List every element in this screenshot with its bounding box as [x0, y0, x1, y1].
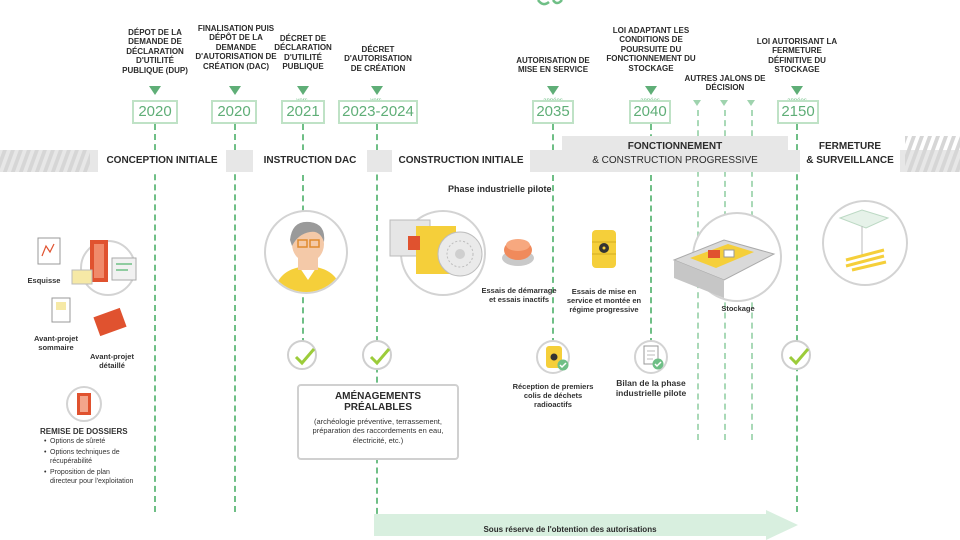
authorization-arrow: [374, 510, 798, 540]
amenagements-box: AMÉNAGEMENTS PRÉALABLES (archéologie pré…: [297, 384, 459, 460]
timeline-line: [234, 124, 236, 512]
remise-bullet: Proposition de plan directeur pour l'exp…: [44, 469, 134, 486]
milestone-label-fermeture: Loi autorisant la fermeture définitive d…: [756, 37, 838, 75]
timeline-line: [154, 124, 156, 512]
timeline-line: [376, 124, 378, 524]
milestone-marker-small: [720, 100, 728, 106]
storage-cell-icon: [672, 239, 776, 298]
timeline-line: [552, 124, 554, 344]
year-box: 2020: [211, 100, 257, 124]
instruction-person-circle: [264, 210, 348, 294]
milestone-label-dup: Dépot de la demande de déclaration d'uti…: [122, 28, 188, 75]
check-icon: [287, 340, 317, 370]
check-icon: [362, 340, 392, 370]
button-icon: [502, 239, 534, 266]
phase-fermeture-sub: & SURVEILLANCE: [806, 155, 894, 166]
year-box: 2035: [532, 100, 574, 124]
phase-construction: CONSTRUCTION INITIALE: [392, 150, 530, 172]
milestone-label-loi-poursuite: Loi adaptant les conditions de poursuite…: [606, 26, 696, 73]
avant-projet-icon: [51, 297, 127, 337]
milestone-marker: [297, 86, 309, 95]
barrel-check-icon: [546, 346, 569, 371]
tunneling-machine-icon: [389, 219, 483, 277]
phase-fermeture-title: FERMETURE: [818, 141, 882, 152]
report-check-icon: [643, 345, 664, 370]
conception-documents-icon: [37, 237, 137, 285]
caption-esquisse: Esquisse: [27, 276, 61, 285]
milestone-label-dac: Finalisation puis dépôt de la demande d'…: [195, 24, 277, 71]
caption-reception: Réception de premiers colis de déchets r…: [512, 382, 594, 409]
phase-fonctionnement: FONCTIONNEMENT & CONSTRUCTION PROGRESSIV…: [562, 136, 788, 172]
amenagements-body: (archéologie préventive, terrassement, p…: [312, 417, 444, 445]
caption-avant-projet-detaille: Avant-projet détaillé: [90, 352, 134, 370]
year-box: 2021: [281, 100, 325, 124]
remise-bullet: Options de sûreté: [44, 438, 134, 447]
title-fragment: [536, 0, 563, 6]
phase-conception: CONCEPTION INITIALE: [98, 150, 226, 172]
caption-bilan: Bilan de la phase industrielle pilote: [615, 378, 687, 399]
milestone-label-decret-dac: Décret d'autorisation de création: [344, 45, 412, 73]
year-box: 2023-2024: [338, 100, 418, 124]
milestone-label-autres-jalons: Autres jalons de décision: [684, 74, 766, 93]
authorization-arrow-text: Sous réserve de l'obtention des autorisa…: [483, 525, 657, 534]
timeline-line: [650, 124, 652, 344]
amenagements-title: AMÉNAGEMENTS PRÉALABLES: [334, 391, 422, 413]
timeline-line: [796, 124, 798, 512]
phase-instruction: INSTRUCTION DAC: [253, 150, 367, 172]
caption-essais-mise-en-service: Essais de mise en service et montée en r…: [566, 287, 642, 314]
caption-stockage: Stockage: [721, 304, 755, 313]
phase-fonctionnement-title: FONCTIONNEMENT: [627, 141, 723, 152]
person-illustration: [274, 221, 342, 292]
year-box: 2150: [777, 100, 819, 124]
pilot-title: Phase industrielle pilote: [448, 184, 552, 194]
milestone-marker-small: [747, 100, 755, 106]
milestone-marker: [371, 86, 383, 95]
milestone-marker-small: [693, 100, 701, 106]
check-icon: [781, 340, 811, 370]
closure-icon: [838, 209, 890, 272]
milestone-marker: [645, 86, 657, 95]
milestone-marker: [229, 86, 241, 95]
milestone-label-mise-en-service: Autorisation de mise en service: [516, 56, 590, 75]
remise-title: REMISE DE DOSSIERS: [40, 427, 128, 436]
caption-essais-demarrage: Essais de démarrage et essais inactifs: [481, 286, 557, 304]
remise-bullets: Options de sûreté Options techniques de …: [44, 438, 134, 489]
milestone-marker: [149, 86, 161, 95]
radioactive-barrel-icon: [592, 230, 616, 268]
dossier-icon: [77, 393, 91, 415]
phase-fonctionnement-sub: & CONSTRUCTION PROGRESSIVE: [592, 155, 758, 166]
milestone-marker: [791, 86, 803, 95]
phase-fermeture: FERMETURE & SURVEILLANCE: [800, 136, 900, 172]
year-box: 2040: [629, 100, 671, 124]
remise-bullet: Options techniques de récupérabilité: [44, 449, 134, 466]
milestone-label-decret-dup: Décret de déclaration d'utilité publique: [274, 34, 332, 72]
milestone-marker: [547, 86, 559, 95]
year-box: 2020: [132, 100, 178, 124]
caption-avant-projet-sommaire: Avant-projet sommaire: [34, 334, 78, 352]
